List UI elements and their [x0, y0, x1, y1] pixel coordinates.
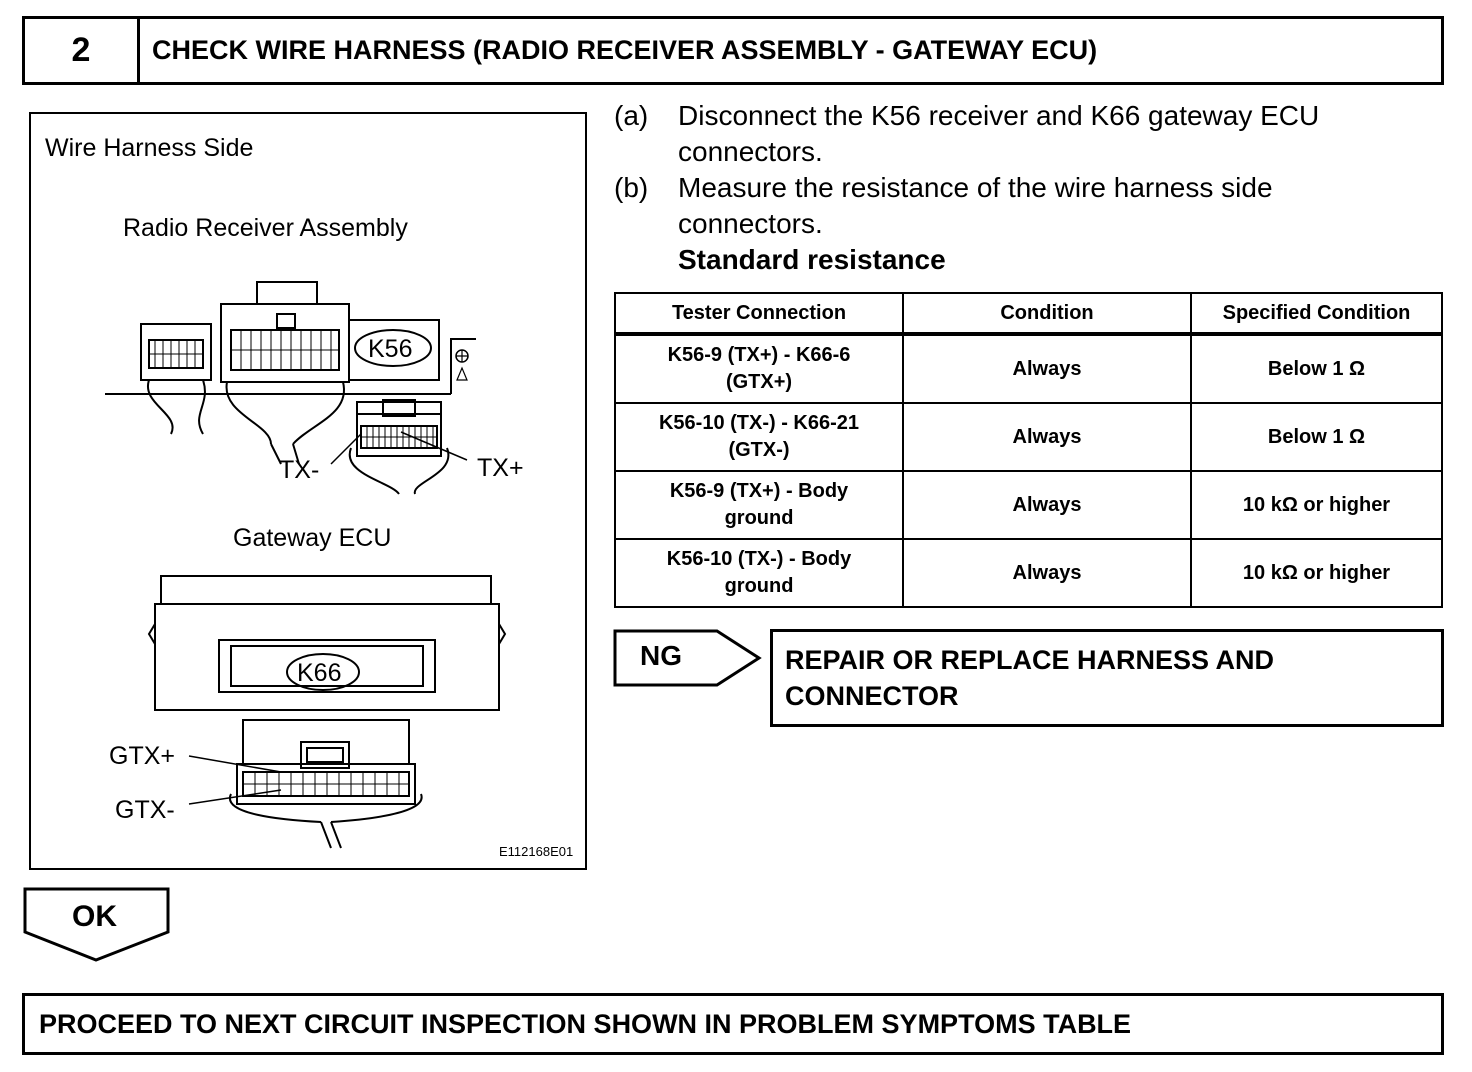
ng-result-box: REPAIR OR REPLACE HARNESS AND CONNECTOR: [770, 629, 1444, 727]
k56-connector: K56: [348, 319, 469, 381]
ng-label: NG: [640, 640, 682, 671]
condition-cell: Always: [902, 402, 1192, 472]
instruction-tag: (a): [614, 100, 649, 131]
step-number: 2: [25, 19, 140, 82]
resistance-table: Tester Connection Condition Specified Co…: [614, 292, 1443, 608]
condition-cell: Always: [902, 470, 1192, 540]
instruction-text: Measure the resistance of the wire harne…: [678, 172, 1273, 275]
table-row: K56-9 (TX+) - K66-6(GTX+) Always Below 1…: [614, 333, 1443, 404]
condition-cell: Always: [902, 333, 1192, 404]
tester-connection-cell: K56-9 (TX+) - K66-6(GTX+): [614, 333, 904, 404]
table-header-row: Tester Connection Condition Specified Co…: [614, 292, 1443, 336]
k56-label: K56: [368, 335, 412, 363]
tester-connection-cell: K56-10 (TX-) - K66-21(GTX-): [614, 402, 904, 472]
column-header: Specified Condition: [1190, 292, 1443, 336]
gtx-minus-label: GTX-: [115, 796, 175, 824]
specified-condition-cell: 10 kΩ or higher: [1190, 470, 1443, 540]
wire-harness-side-label: Wire Harness Side: [45, 134, 253, 162]
step-header: 2 CHECK WIRE HARNESS (RADIO RECEIVER ASS…: [22, 16, 1444, 85]
k66-label: K66: [297, 659, 341, 687]
specified-condition-cell: 10 kΩ or higher: [1190, 538, 1443, 608]
specified-condition-cell: Below 1 Ω: [1190, 333, 1443, 404]
gateway-ecu-label: Gateway ECU: [233, 524, 391, 552]
standard-resistance-heading: Standard resistance: [678, 244, 946, 275]
receiver-connector-large: [220, 281, 350, 465]
k56-harness-plug: [348, 399, 450, 495]
instruction-tag: (b): [614, 172, 649, 203]
radio-receiver-label: Radio Receiver Assembly: [123, 214, 408, 242]
step-title: CHECK WIRE HARNESS (RADIO RECEIVER ASSEM…: [152, 35, 1098, 65]
column-header: Condition: [902, 292, 1192, 336]
receiver-connector-small: [140, 323, 212, 435]
instruction-text: Disconnect the K56 receiver and K66 gate…: [678, 100, 1320, 167]
gateway-ecu-body: K66: [147, 575, 507, 711]
connector-diagram: Wire Harness Side Radio Receiver Assembl…: [29, 112, 587, 870]
tx-plus-label: TX+: [477, 454, 524, 482]
tx-minus-label: TX-: [279, 456, 319, 484]
table-row: K56-10 (TX-) - K66-21(GTX-) Always Below…: [614, 402, 1443, 472]
ok-label: OK: [72, 900, 117, 933]
figure-id: E112168E01: [499, 844, 573, 859]
column-header: Tester Connection: [614, 292, 904, 336]
ok-arrow-icon: [23, 887, 170, 962]
gtx-plus-label: GTX+: [109, 742, 175, 770]
ng-arrow-icon: [613, 629, 762, 687]
next-step-box: PROCEED TO NEXT CIRCUIT INSPECTION SHOWN…: [22, 993, 1444, 1055]
condition-cell: Always: [902, 538, 1192, 608]
k66-harness-plug: [228, 719, 423, 849]
specified-condition-cell: Below 1 Ω: [1190, 402, 1443, 472]
